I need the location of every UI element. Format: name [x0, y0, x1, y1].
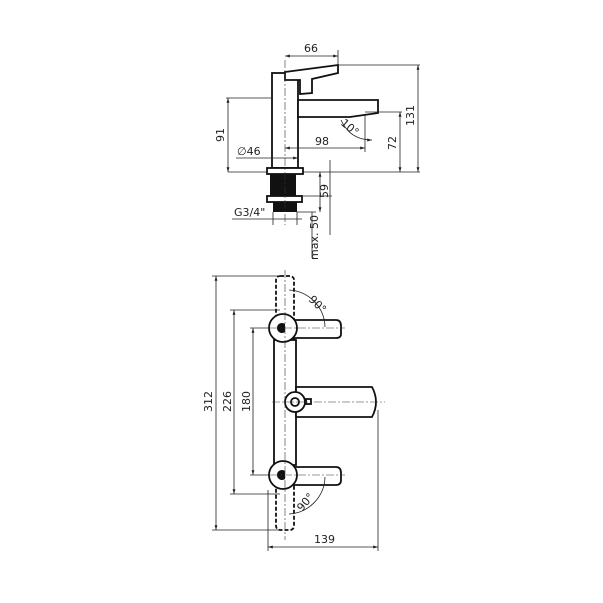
lever-bottom — [282, 466, 342, 486]
dim-max-50: max. 50 — [308, 215, 321, 260]
nut — [266, 195, 303, 203]
dim-226: 226 — [221, 391, 234, 412]
top-view: 90° 90° 312 226 180 139 — [202, 270, 385, 551]
dim-180: 180 — [240, 391, 253, 412]
lever-top — [282, 319, 342, 339]
thread-shank — [270, 174, 296, 196]
angle-bottom: 90° — [294, 491, 316, 514]
dim-98: 98 — [315, 135, 329, 148]
side-view: 66 131 72 91 98 ∅46 10° 59 max. 50 G3/4" — [214, 42, 420, 260]
dim-thread: G3/4" — [234, 206, 265, 219]
dim-91: 91 — [214, 128, 227, 142]
dim-72: 72 — [386, 136, 399, 150]
angle-top: 90° — [306, 293, 329, 316]
dim-131: 131 — [404, 105, 417, 126]
dim-46: ∅46 — [237, 145, 261, 158]
dim-66: 66 — [304, 42, 318, 55]
dim-59: 59 — [318, 184, 331, 198]
lever-handle — [284, 63, 339, 95]
dim-139: 139 — [314, 533, 335, 546]
spout — [297, 99, 379, 118]
dim-angle-10: 10° — [338, 116, 361, 138]
dim-312: 312 — [202, 391, 215, 412]
